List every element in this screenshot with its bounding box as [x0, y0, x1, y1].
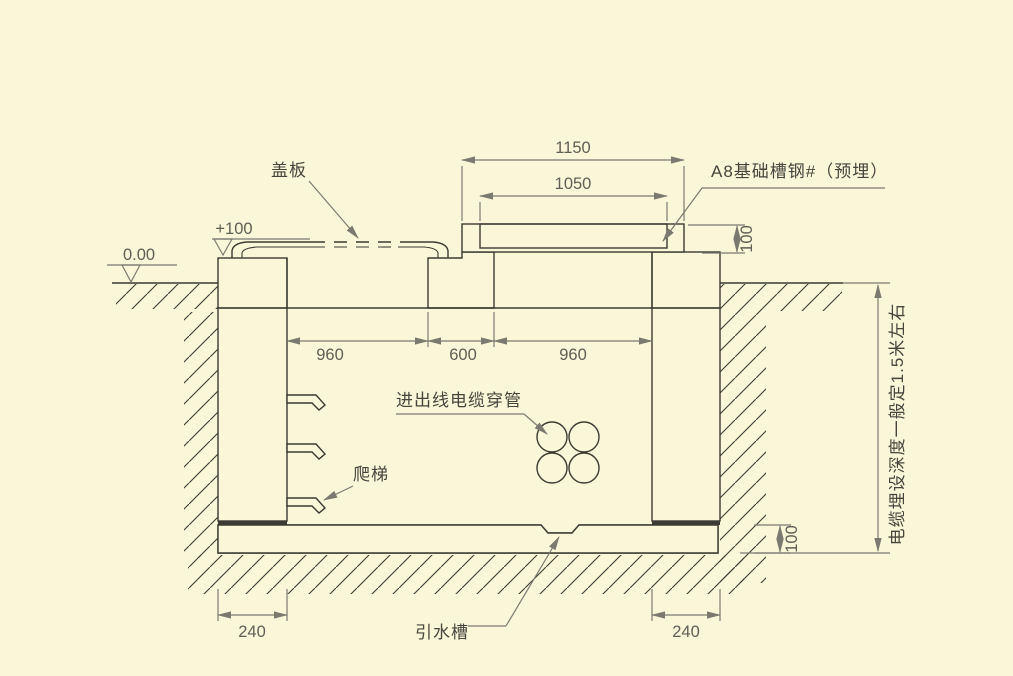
dim-240-left: 240: [238, 623, 266, 641]
dim-1150: 1150: [555, 139, 590, 157]
label-drain-channel: 引水槽: [415, 535, 560, 642]
dim-span-mid: 600: [449, 346, 477, 364]
label-cover-plate: 盖板: [271, 161, 359, 239]
level-marker-top: +100: [212, 220, 310, 257]
dimension-depth: 电缆埋设深度一般定1.5米左右: [740, 282, 907, 554]
drain-channel-label: 引水槽: [415, 623, 469, 642]
cover-plate: [231, 241, 449, 258]
label-frame-steel: A8基础槽钢#（预埋）: [662, 162, 888, 242]
dim-span-left: 960: [316, 346, 344, 364]
dim-1050: 1050: [555, 175, 592, 193]
dim-slab-100: 100: [783, 525, 801, 553]
embedded-steel-frame: [461, 223, 685, 253]
ladder-label: 爬梯: [353, 465, 389, 484]
dimension-wall-left: 240: [216, 589, 289, 641]
level-marker-ground: 0.00: [107, 246, 177, 284]
left-wall: [217, 257, 288, 525]
dim-span-right: 960: [559, 346, 587, 364]
label-conduit: 进出线电缆穿管: [396, 391, 548, 435]
label-ladder: 爬梯: [322, 465, 389, 501]
dimension-wall-right: 240: [650, 589, 722, 641]
level-ground-value: 0.00: [123, 246, 155, 264]
dimension-frame-height: 100: [688, 224, 756, 254]
dimension-top-outer: 1150: [460, 139, 686, 221]
base-slab: [217, 524, 719, 554]
middle-pier: [427, 251, 495, 309]
conduit-label: 进出线电缆穿管: [396, 391, 522, 410]
level-top-value: +100: [215, 220, 252, 238]
right-wall-footing-layer: [652, 521, 720, 525]
left-wall-footing-layer: [218, 521, 287, 525]
soil-hatch: [116, 284, 842, 594]
dimension-top-inner: 1050: [478, 175, 669, 221]
cover-plate-label: 盖板: [271, 161, 307, 180]
dim-240-right: 240: [672, 623, 700, 641]
dimension-spans: 960 600 960: [285, 312, 654, 364]
dim-frame-100: 100: [738, 225, 756, 253]
right-wall: [651, 251, 721, 525]
frame-steel-label: A8基础槽钢#（预埋）: [711, 162, 888, 181]
cable-conduits: [536, 421, 600, 484]
structure-lines: [112, 252, 843, 309]
ladder-rungs: [286, 394, 327, 514]
depth-note-label: 电缆埋设深度一般定1.5米左右: [888, 303, 907, 546]
